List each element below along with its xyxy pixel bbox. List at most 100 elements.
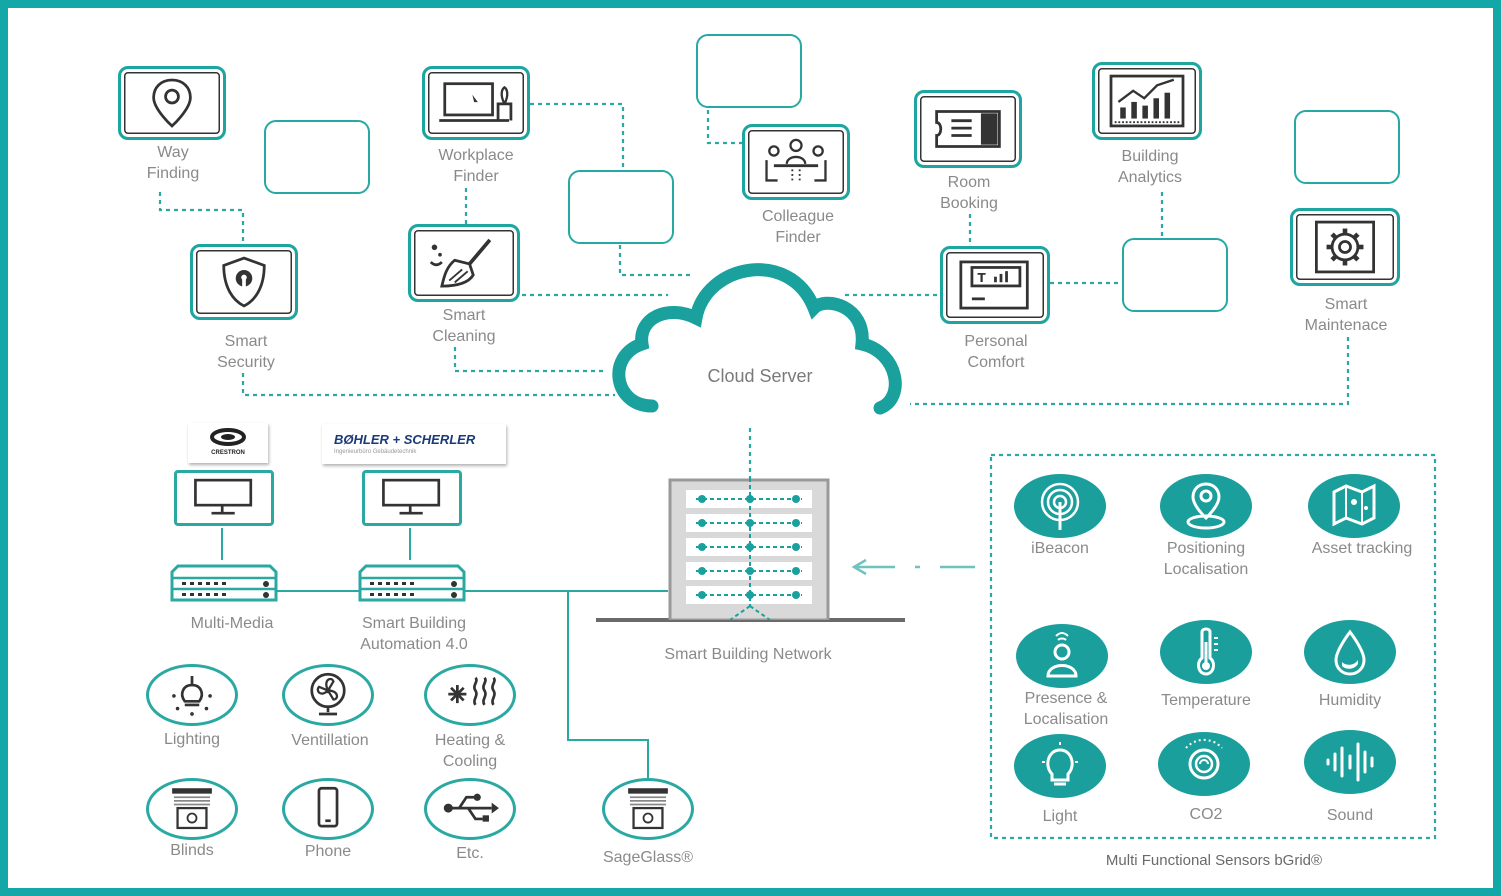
usb-icon — [443, 793, 499, 822]
building-analytics-label: Building Analytics — [1117, 148, 1183, 186]
etc-circle[interactable] — [424, 778, 516, 840]
placeholder-box-1 — [264, 120, 370, 194]
positioning-circle[interactable] — [1160, 474, 1252, 538]
temperature-label: Temperature — [1161, 692, 1251, 709]
bohler-scherler-subtext: Ingenieurbüro Gebäudetechnik — [334, 449, 417, 455]
blinds-circle[interactable] — [146, 778, 238, 840]
beacon-icon — [1040, 482, 1080, 530]
svg-text:T: T — [977, 271, 986, 285]
soundwave-icon — [1326, 742, 1374, 782]
cloud-server-icon — [612, 263, 902, 415]
bohler-scherler-logo: BØHLER + SCHERLER Ingenieurbüro Gebäudet… — [322, 424, 506, 464]
presence-circle[interactable] — [1016, 624, 1108, 688]
co2-icon — [1185, 738, 1223, 780]
sageglass-circle[interactable] — [602, 778, 694, 840]
personal-comfort-label: Personal Comfort — [964, 333, 1028, 371]
colleague-finder-box[interactable] — [742, 124, 850, 200]
phone-label: Phone — [304, 843, 352, 860]
location-icon — [1186, 482, 1226, 530]
way-finding-label: Way Finding — [146, 144, 200, 182]
smart-maintenance-label: Smart Maintenace — [1304, 296, 1388, 334]
temperature-circle[interactable] — [1160, 620, 1252, 684]
bulb-icon — [172, 676, 212, 716]
ticket-icon — [935, 110, 1001, 148]
crestron-logo-text: CRESTRON — [211, 450, 245, 456]
meeting-people-icon — [765, 138, 827, 183]
snowflake-heat-icon — [448, 676, 496, 706]
blinds-icon — [172, 788, 212, 830]
ibeacon-circle[interactable] — [1014, 474, 1106, 538]
crestron-logo: CRESTRON — [188, 423, 268, 463]
way-finding-box[interactable] — [118, 66, 226, 140]
sound-label: Sound — [1326, 807, 1374, 824]
lightbulb-icon — [1042, 742, 1078, 786]
building-analytics-box[interactable] — [1092, 62, 1202, 140]
smart-cleaning-label: Smart Cleaning — [432, 307, 496, 345]
broom-icon — [429, 238, 492, 288]
sba-switch-icon — [358, 564, 466, 602]
phone-circle[interactable] — [282, 778, 374, 840]
map-icon — [1332, 483, 1376, 527]
smart-maintenance-box[interactable] — [1290, 208, 1400, 286]
thermostat-panel-icon: T — [959, 260, 1029, 310]
person-icon — [1046, 632, 1078, 678]
sba-label: Smart Building Automation 4.0 — [360, 615, 468, 653]
gear-icon — [1315, 220, 1375, 274]
co2-label: CO2 — [1189, 806, 1223, 823]
placeholder-box-3 — [696, 34, 802, 108]
positioning-label: Positioning Localisation — [1163, 540, 1249, 578]
multimedia-switch-icon — [170, 564, 278, 602]
smart-cleaning-box[interactable] — [408, 224, 520, 302]
light-label: Light — [1042, 808, 1078, 825]
room-booking-label: Room Booking — [940, 174, 998, 212]
desk-monitor-icon — [439, 82, 513, 122]
sba-monitor — [362, 470, 462, 526]
asset-tracking-label: Asset tracking — [1311, 540, 1413, 557]
placeholder-box-5 — [1294, 110, 1400, 184]
shield-lock-icon — [222, 256, 266, 308]
ventilation-circle[interactable] — [282, 664, 374, 726]
ibeacon-label: iBeacon — [1031, 540, 1089, 557]
sensors-title: Multi Functional Sensors bGrid® — [1105, 852, 1323, 869]
personal-comfort-box[interactable]: T — [940, 246, 1050, 324]
multimedia-label: Multi-Media — [190, 615, 274, 632]
workplace-finder-box[interactable] — [422, 66, 530, 140]
co2-circle[interactable] — [1158, 732, 1250, 796]
light-circle[interactable] — [1014, 734, 1106, 798]
heating-cooling-label: Heating & Cooling — [434, 732, 506, 770]
blinds-label: Blinds — [170, 842, 214, 859]
crestron-logo-mark — [210, 428, 246, 446]
sageglass-label: SageGlass® — [602, 849, 694, 866]
monitor-icon — [382, 478, 441, 515]
smart-security-box[interactable] — [190, 244, 298, 320]
thermometer-icon — [1197, 627, 1218, 676]
drop-icon — [1334, 629, 1366, 676]
bohler-scherler-text: BØHLER + SCHERLER — [334, 432, 476, 447]
placeholder-box-4 — [1122, 238, 1228, 312]
map-pin-icon — [152, 78, 192, 128]
multimedia-monitor — [174, 470, 274, 526]
chart-icon — [1109, 74, 1185, 128]
smart-security-label: Smart Security — [217, 333, 275, 371]
humidity-label: Humidity — [1318, 692, 1382, 709]
lighting-circle[interactable] — [146, 664, 238, 726]
lighting-label: Lighting — [163, 731, 221, 748]
etc-label: Etc. — [456, 845, 484, 862]
room-booking-box[interactable] — [914, 90, 1022, 168]
server-rack-icon — [668, 478, 830, 620]
phone-icon — [317, 786, 339, 828]
presence-label: Presence & Localisation — [1023, 690, 1109, 728]
workplace-finder-label: Workplace Finder — [438, 147, 514, 185]
humidity-circle[interactable] — [1304, 620, 1396, 684]
sound-circle[interactable] — [1304, 730, 1396, 794]
cloud-server-label: Cloud Server — [707, 366, 813, 386]
heating-cooling-circle[interactable] — [424, 664, 516, 726]
network-label: Smart Building Network — [664, 646, 832, 663]
blinds-icon — [628, 788, 668, 830]
fan-icon — [310, 672, 346, 716]
colleague-finder-label: Colleague Finder — [761, 208, 835, 246]
monitor-icon — [194, 478, 253, 515]
asset-tracking-circle[interactable] — [1308, 474, 1400, 538]
